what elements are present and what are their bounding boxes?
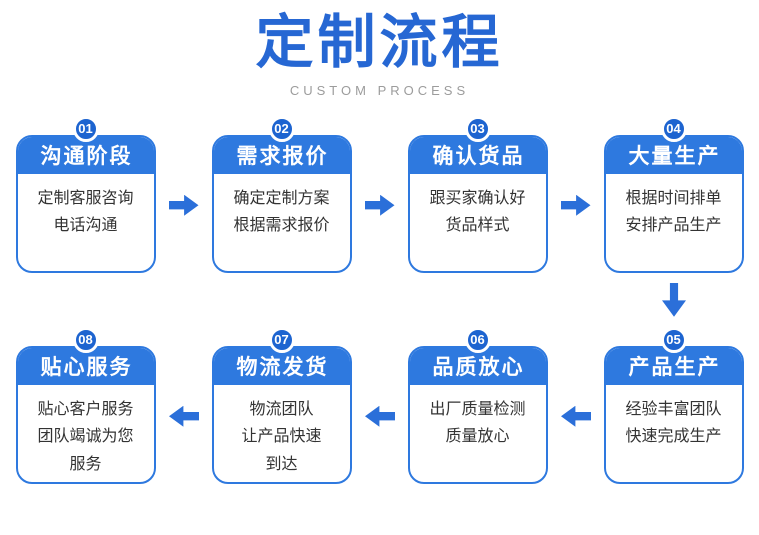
step-number-badge: 03 xyxy=(464,115,491,142)
step-card: 沟通阶段 定制客服咨询 电话沟通 xyxy=(15,134,156,273)
step-number-badge: 08 xyxy=(72,326,99,353)
step-number-badge: 06 xyxy=(464,326,491,353)
step-number-badge: 05 xyxy=(660,326,687,353)
step-number-badge: 01 xyxy=(72,115,99,142)
arrow-down-icon xyxy=(662,282,686,317)
arrow-right-icon xyxy=(168,194,199,216)
step-description: 确定定制方案 根据需求报价 xyxy=(233,189,330,235)
arrow-right-icon xyxy=(560,194,591,216)
step-card: 大量生产 根据时间排单 安排产品生产 xyxy=(603,134,744,273)
step-card-04: 04 大量生产 根据时间排单 安排产品生产 xyxy=(603,115,744,273)
step-card: 贴心服务 贴心客户服务 团队竭诚为您 服务 xyxy=(15,345,156,484)
arrow-right-icon xyxy=(364,194,395,216)
step-card-07: 07 物流发货 物流团队 让产品快速 到达 xyxy=(211,326,352,484)
step-title: 沟通阶段 xyxy=(17,136,154,174)
step-card-03: 03 确认货品 跟买家确认好 货品样式 xyxy=(407,115,548,273)
flow-gap xyxy=(352,116,408,216)
flow-gap xyxy=(156,116,212,216)
step-card-06: 06 品质放心 出厂质量检测 质量放心 xyxy=(407,326,548,484)
step-title: 产品生产 xyxy=(605,347,742,385)
process-flow: 01 沟通阶段 定制客服咨询 电话沟通 02 需求报价 确定定制方案 根据需求报… xyxy=(0,115,759,484)
page-header: 定制流程 CUSTOM PROCESS xyxy=(0,0,759,98)
flow-gap xyxy=(156,327,212,427)
flow-gap xyxy=(548,116,604,216)
step-title: 物流发货 xyxy=(213,347,350,385)
flow-gap xyxy=(548,327,604,427)
step-card: 产品生产 经验丰富团队 快速完成生产 xyxy=(603,345,744,484)
step-card: 确认货品 跟买家确认好 货品样式 xyxy=(407,134,548,273)
step-number-badge: 04 xyxy=(660,115,687,142)
arrow-left-icon xyxy=(365,406,395,427)
step-card-01: 01 沟通阶段 定制客服咨询 电话沟通 xyxy=(15,115,156,273)
step-card-05: 05 产品生产 经验丰富团队 快速完成生产 xyxy=(603,326,744,484)
step-description: 根据时间排单 安排产品生产 xyxy=(625,189,722,235)
step-number-badge: 07 xyxy=(268,326,295,353)
step-title: 大量生产 xyxy=(605,136,742,174)
step-description: 经验丰富团队 快速完成生产 xyxy=(625,400,722,446)
step-description: 物流团队 让产品快速 到达 xyxy=(241,400,322,473)
step-card-08: 08 贴心服务 贴心客户服务 团队竭诚为您 服务 xyxy=(15,326,156,484)
step-card-02: 02 需求报价 确定定制方案 根据需求报价 xyxy=(211,115,352,273)
arrow-left-icon xyxy=(561,406,591,427)
flow-row-top: 01 沟通阶段 定制客服咨询 电话沟通 02 需求报价 确定定制方案 根据需求报… xyxy=(0,115,759,273)
step-description: 贴心客户服务 团队竭诚为您 服务 xyxy=(37,400,134,473)
arrow-left-icon xyxy=(169,406,199,427)
step-title: 贴心服务 xyxy=(17,347,154,385)
page-title: 定制流程 xyxy=(255,10,504,75)
step-title: 品质放心 xyxy=(409,347,546,385)
flow-row-bottom: 08 贴心服务 贴心客户服务 团队竭诚为您 服务 07 物流发货 物流团队 让产… xyxy=(0,326,759,484)
step-title: 确认货品 xyxy=(409,136,546,174)
step-number-badge: 02 xyxy=(268,115,295,142)
step-title: 需求报价 xyxy=(213,136,350,174)
step-card: 物流发货 物流团队 让产品快速 到达 xyxy=(211,345,352,484)
step-description: 定制客服咨询 电话沟通 xyxy=(37,189,134,235)
step-card: 品质放心 出厂质量检测 质量放心 xyxy=(407,345,548,484)
step-description: 跟买家确认好 货品样式 xyxy=(429,189,526,235)
step-card: 需求报价 确定定制方案 根据需求报价 xyxy=(211,134,352,273)
page-subtitle: CUSTOM PROCESS xyxy=(289,82,470,98)
row-connector xyxy=(0,273,759,327)
step-description: 出厂质量检测 质量放心 xyxy=(429,400,526,446)
flow-gap xyxy=(352,327,408,427)
